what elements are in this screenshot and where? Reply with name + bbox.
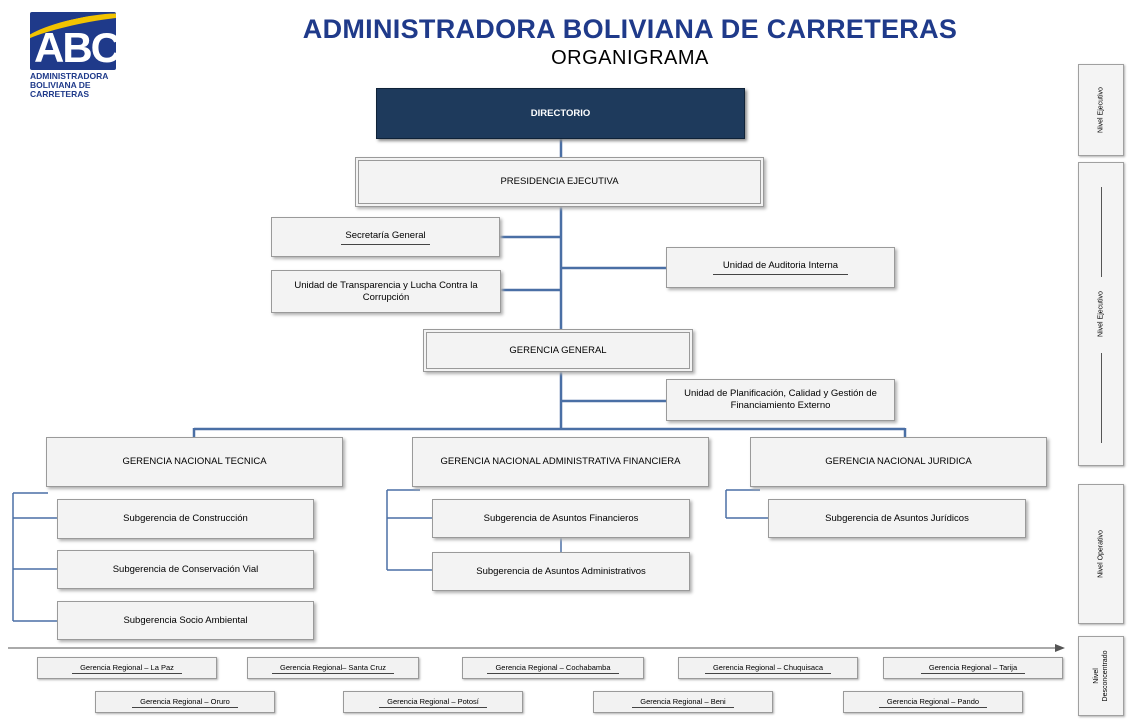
abc-logo-mark: ABC xyxy=(30,12,116,70)
node-sub-conservacion-label: Subgerencia de Conservación Vial xyxy=(112,563,259,575)
regional-pando: Gerencia Regional – Pando xyxy=(843,691,1023,713)
node-gn-administrativa-financiera: GERENCIA NACIONAL ADMINISTRATIVA FINANCI… xyxy=(412,437,709,487)
node-sub-financieros-label: Subgerencia de Asuntos Financieros xyxy=(483,512,639,524)
regional-label: Gerencia Regional – Potosí xyxy=(379,697,487,708)
node-gn-admin-label: GERENCIA NACIONAL ADMINISTRATIVA FINANCI… xyxy=(440,456,681,467)
level-label: Nivel Operativo xyxy=(1097,530,1105,578)
regional-santa-cruz: Gerencia Regional– Santa Cruz xyxy=(247,657,419,679)
node-sub-construccion-label: Subgerencia de Construcción xyxy=(123,513,248,524)
node-gn-tecnica: GERENCIA NACIONAL TECNICA xyxy=(46,437,343,487)
logo-subtext: ADMINISTRADORA BOLIVIANA DE CARRETERAS xyxy=(30,71,109,99)
node-unidad-planificacion: Unidad de Planificación, Calidad y Gesti… xyxy=(666,379,895,421)
level-nivel-desconcentrado: Nivel Desconcentrado xyxy=(1078,636,1124,716)
node-transparencia-label: Unidad de Transparencia y Lucha Contra l… xyxy=(294,279,478,303)
desconcentrado-arrow-head xyxy=(1055,644,1065,652)
node-sub-asuntos-financieros: Subgerencia de Asuntos Financieros xyxy=(432,499,690,538)
node-directorio-label: DIRECTORIO xyxy=(530,107,591,119)
regional-label: Gerencia Regional – Chuquisaca xyxy=(704,663,832,674)
regional-label: Gerencia Regional – Cochabamba xyxy=(487,663,619,674)
node-sub-construccion: Subgerencia de Construcción xyxy=(57,499,314,539)
page-subtitle: ORGANIGRAMA xyxy=(551,47,709,69)
page-title: ADMINISTRADORA BOLIVIANA DE CARRETERAS xyxy=(302,14,958,44)
node-sub-socio-ambiental: Subgerencia Socio Ambiental xyxy=(57,601,314,640)
node-unidad-transparencia: Unidad de Transparencia y Lucha Contra l… xyxy=(271,270,501,313)
node-gerencia-general-label: GERENCIA GENERAL xyxy=(509,344,607,356)
node-presidencia-label: PRESIDENCIA EJECUTIVA xyxy=(500,176,619,187)
level-nivel-ejecutivo-top: Nivel Ejecutivo xyxy=(1078,64,1124,156)
node-sub-juridicos-label: Subgerencia de Asuntos Jurídicos xyxy=(825,512,969,524)
level-nivel-ejecutivo: Nivel Ejecutivo xyxy=(1078,162,1124,466)
node-sub-asuntos-juridicos: Subgerencia de Asuntos Jurídicos xyxy=(768,499,1026,538)
level-divider xyxy=(1101,353,1102,443)
regional-la-paz: Gerencia Regional – La Paz xyxy=(37,657,217,679)
level-nivel-operativo: Nivel Operativo xyxy=(1078,484,1124,624)
node-gerencia-general: GERENCIA GENERAL xyxy=(423,329,693,372)
node-secretaria-label: Secretaría General xyxy=(341,230,430,245)
regional-label: Gerencia Regional – Tarija xyxy=(920,663,1026,674)
regional-beni: Gerencia Regional – Beni xyxy=(593,691,773,713)
regional-label: Gerencia Regional – Beni xyxy=(632,697,734,708)
node-gn-juridica: GERENCIA NACIONAL JURIDICA xyxy=(750,437,1047,487)
node-secretaria-general: Secretaría General xyxy=(271,217,500,257)
level-divider xyxy=(1101,187,1102,277)
node-auditoria-interna: Unidad de Auditoria Interna xyxy=(666,247,895,288)
abc-logo: ABC ADMINISTRADORA BOLIVIANA DE CARRETER… xyxy=(30,12,120,99)
node-sub-conservacion-vial: Subgerencia de Conservación Vial xyxy=(57,550,314,589)
level-label: Nivel Ejecutivo xyxy=(1097,87,1105,133)
node-presidencia-ejecutiva: PRESIDENCIA EJECUTIVA xyxy=(355,157,764,207)
regional-tarija: Gerencia Regional – Tarija xyxy=(883,657,1063,679)
regional-oruro: Gerencia Regional – Oruro xyxy=(95,691,275,713)
node-directorio: DIRECTORIO xyxy=(376,88,745,139)
level-label: Nivel Ejecutivo xyxy=(1097,291,1105,337)
regional-label: Gerencia Regional – Pando xyxy=(878,697,988,708)
logo-letters: ABC xyxy=(34,24,116,70)
regional-label: Gerencia Regional – Oruro xyxy=(132,697,238,708)
node-gn-juridica-label: GERENCIA NACIONAL JURIDICA xyxy=(825,456,972,467)
regional-potosi: Gerencia Regional – Potosí xyxy=(343,691,523,713)
node-sub-administrativos-label: Subgerencia de Asuntos Administrativos xyxy=(476,565,646,577)
node-sub-socio-label: Subgerencia Socio Ambiental xyxy=(123,614,248,626)
node-gn-tecnica-label: GERENCIA NACIONAL TECNICA xyxy=(122,456,267,467)
node-planificacion-label: Unidad de Planificación, Calidad y Gesti… xyxy=(684,388,877,411)
level-label: Nivel Desconcentrado xyxy=(1093,650,1109,702)
regional-cochabamba: Gerencia Regional – Cochabamba xyxy=(462,657,644,679)
node-auditoria-label: Unidad de Auditoria Interna xyxy=(712,260,849,275)
node-sub-asuntos-administrativos: Subgerencia de Asuntos Administrativos xyxy=(432,552,690,591)
regional-label: Gerencia Regional– Santa Cruz xyxy=(272,663,394,674)
regional-label: Gerencia Regional – La Paz xyxy=(72,663,182,674)
regional-chuquisaca: Gerencia Regional – Chuquisaca xyxy=(678,657,858,679)
